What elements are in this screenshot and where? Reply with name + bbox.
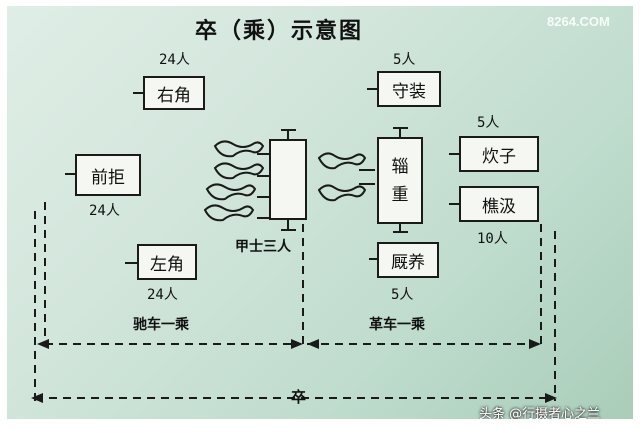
- horses-ge-che: [317, 152, 375, 202]
- qiao-ji-count: 10人: [477, 231, 508, 247]
- diagram-panel: 卒（乘）示意图 24人 右角 前拒 24人 左角 24人 甲士三人 5人 守装 …: [7, 6, 633, 419]
- zhong-char: 重: [391, 184, 409, 205]
- horses-chi-che: [203, 140, 269, 222]
- you-jiao-count: 24人: [159, 52, 190, 68]
- diagram-lines: [31, 88, 557, 403]
- site-watermark: 8264.COM: [547, 14, 610, 29]
- arrowheads: [31, 339, 557, 403]
- zu-label: 卒: [291, 388, 307, 406]
- zuo-jiao-count: 24人: [147, 287, 178, 303]
- zi-zhong-chariot: 辎 重: [377, 137, 423, 224]
- qiao-ji-box: 樵汲: [459, 186, 539, 222]
- dashed-brackets: [34, 202, 556, 401]
- jiu-yang-count: 5人: [391, 287, 414, 303]
- chariot-crew-label: 甲士三人: [235, 239, 291, 255]
- ge-che-label: 革车一乘: [369, 317, 425, 333]
- qian-ju-box: 前拒: [75, 154, 141, 196]
- author-credit: 头条 @行摄者心之兰: [479, 407, 601, 419]
- shou-zhuang-count: 5人: [393, 52, 416, 68]
- chi-che-label: 驰车一乘: [133, 317, 189, 333]
- zuo-jiao-box: 左角: [137, 244, 197, 280]
- diagram-title: 卒（乘）示意图: [195, 18, 364, 44]
- qian-ju-count: 24人: [89, 203, 120, 219]
- shou-zhuang-box: 守装: [377, 71, 441, 107]
- chui-zi-count: 5人: [477, 115, 500, 131]
- chi-che-chariot: [269, 139, 307, 220]
- zi-char: 辎: [391, 156, 409, 177]
- you-jiao-box: 右角: [143, 76, 205, 110]
- jiu-yang-box: 厩养: [377, 242, 439, 278]
- chui-zi-box: 炊子: [459, 136, 539, 172]
